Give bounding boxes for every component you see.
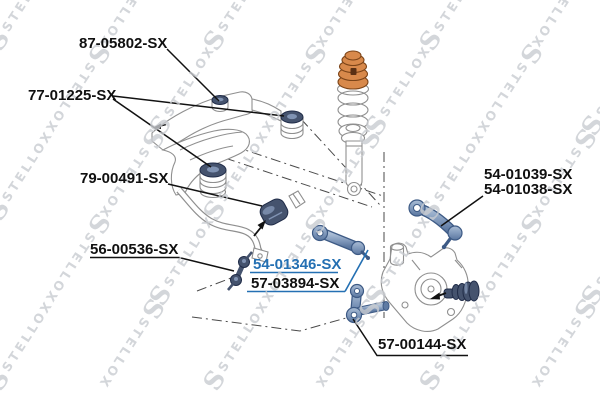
control-arm-54-01346 [311, 224, 370, 260]
part-label-54-01346-highlighted[interactable]: 54-01346-SX [253, 256, 342, 273]
reference-dash-lines [191, 118, 385, 332]
shock-absorber-outline [336, 50, 370, 197]
leader-lines [90, 48, 484, 357]
toe-arm-57-00144 [345, 283, 390, 324]
part-label-79-00491: 79-00491-SX [80, 170, 169, 187]
part-label-56-00536: 56-00536-SX [90, 241, 179, 258]
boot-bushing [443, 280, 480, 302]
part-label-57-03894: 57-03894-SX [251, 275, 340, 292]
sway-bar-bushing [259, 198, 289, 226]
sway-bar-outline [176, 187, 306, 263]
bump-stop [337, 50, 369, 90]
bushing-77-01225-right [280, 110, 304, 140]
part-label-57-00144: 57-00144-SX [378, 336, 467, 353]
steering-knuckle-outline [380, 242, 469, 332]
stabilizer-link-56-00536 [227, 251, 253, 291]
highlight-leader-lines [247, 249, 369, 293]
part-label-87-05802: 87-05802-SX [79, 35, 168, 52]
part-label-54-01039: 54-01039-SX [484, 166, 573, 183]
part-label-77-01225: 77-01225-SX [28, 87, 117, 104]
part-label-54-01038: 54-01038-SX [484, 181, 573, 198]
control-arm-54-01039 [408, 199, 463, 250]
